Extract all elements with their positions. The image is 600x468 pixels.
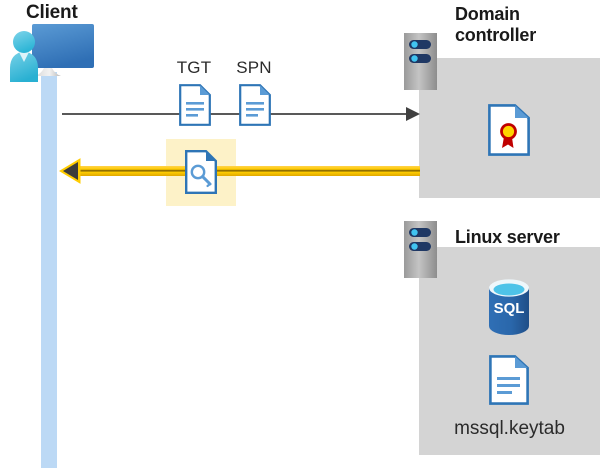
tgt-label: TGT (176, 58, 212, 77)
domain-controller-title: Domain controller (455, 4, 595, 46)
keytab-file-icon (489, 355, 529, 405)
client-user-monitor-icon (8, 22, 94, 84)
domain-controller-title-line2: controller (455, 25, 537, 45)
keytab-filename-label: mssql.keytab (454, 418, 565, 439)
domain-controller-server-icon (404, 33, 437, 90)
tgt-document-icon (179, 84, 211, 126)
spn-document-icon (239, 84, 271, 126)
spn-label: SPN (236, 58, 272, 77)
response-arrow (58, 158, 420, 184)
sql-database-icon: SQL (486, 279, 532, 335)
key-document-icon (185, 150, 217, 194)
client-title: Client (26, 2, 78, 23)
request-arrow (62, 104, 420, 124)
domain-controller-title-line1: Domain (455, 4, 520, 24)
linux-server-title: Linux server (455, 227, 560, 247)
linux-server-server-icon (404, 221, 437, 278)
svg-text:SQL: SQL (494, 300, 525, 317)
certificate-icon (488, 104, 530, 156)
client-lifeline (41, 72, 57, 468)
